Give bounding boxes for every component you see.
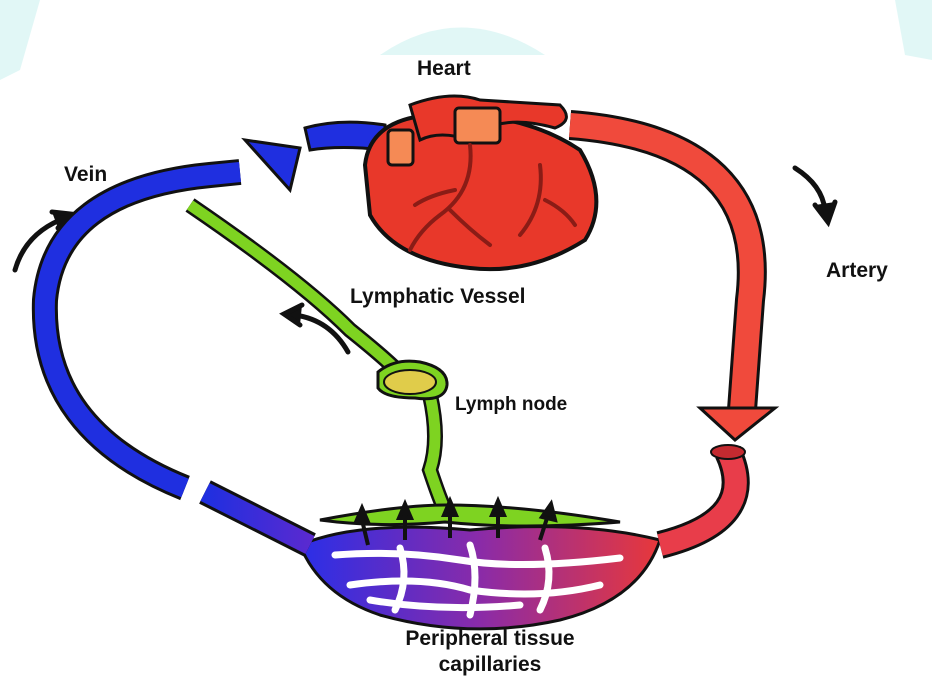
heart-label: Heart <box>417 56 471 81</box>
vein-label: Vein <box>64 162 107 187</box>
artery-label: Artery <box>826 258 888 283</box>
lymphatic-vessel-label: Lymphatic Vessel <box>350 284 525 309</box>
capillaries-label: Peripheral tissue capillaries <box>340 626 640 679</box>
capillaries-label-line1: Peripheral tissue <box>340 626 640 652</box>
capillaries-label-line2: capillaries <box>340 652 640 678</box>
heart-icon <box>365 96 596 269</box>
artery-vessel <box>570 125 775 545</box>
lymph-node <box>378 361 447 399</box>
lymph-node-label: Lymph node <box>455 394 567 417</box>
capillary-bed <box>300 527 660 629</box>
artery-flow-arrow <box>795 168 825 210</box>
